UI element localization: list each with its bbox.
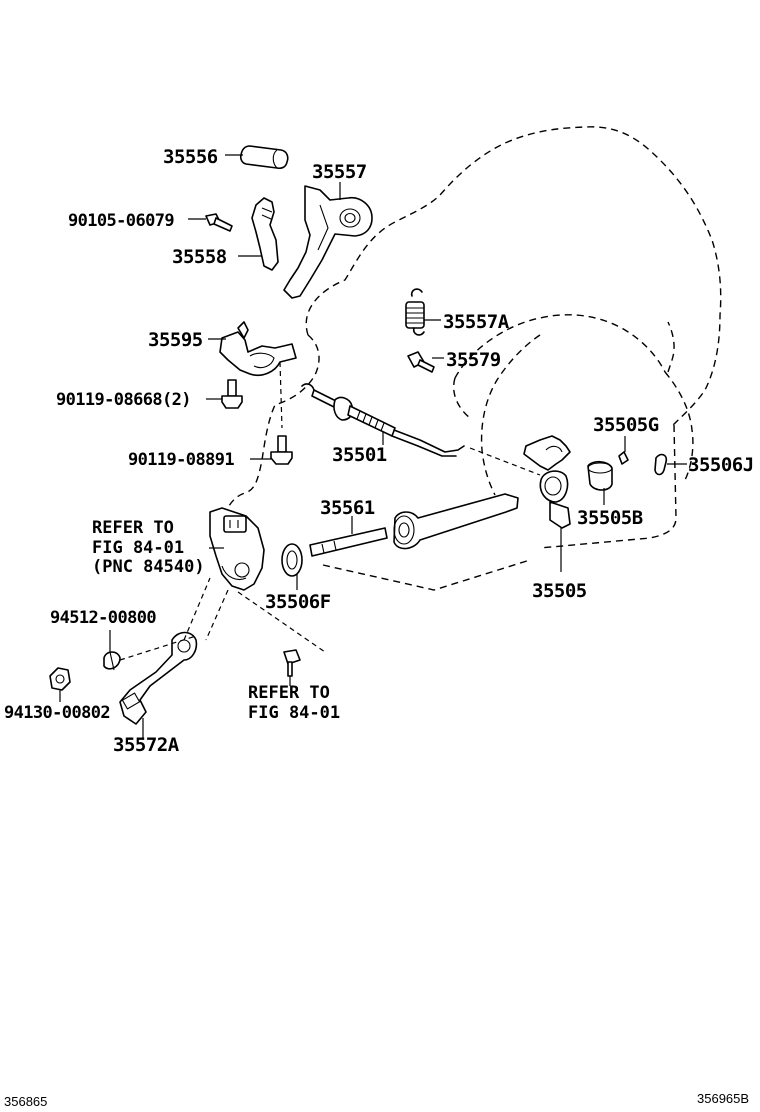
label-35505G: 35505G (593, 414, 659, 436)
refer-note-1: REFER TO FIG 84-01 (PNC 84540) (92, 518, 205, 577)
label-35579: 35579 (446, 349, 501, 371)
part-35572A-lever (119, 577, 211, 738)
label-90119-08668: 90119-08668(2) (56, 390, 191, 410)
label-35505B: 35505B (577, 507, 643, 529)
part-35506J-clip (654, 453, 687, 476)
part-90105-06079-bolt (188, 213, 233, 232)
part-35506F-seal (281, 543, 303, 590)
refer-note-1-line2: FIG 84-01 (92, 538, 184, 558)
label-35561: 35561 (320, 497, 375, 519)
label-90105-06079: 90105-06079 (68, 211, 174, 231)
corner-code-right: 356965B (697, 1091, 749, 1106)
label-35557A: 35557A (443, 311, 510, 333)
refer-bolt (283, 649, 301, 686)
part-94130-00802-nut (49, 667, 71, 702)
label-35505: 35505 (532, 580, 587, 602)
part-35505-lever (523, 435, 571, 572)
part-94512-00800-washer (103, 630, 121, 671)
part-35556-pin (225, 145, 289, 170)
part-35561-shaft (309, 493, 519, 557)
corner-code-left: 356865 (4, 1094, 47, 1109)
part-35557-lever (283, 182, 373, 299)
label-35558: 35558 (172, 246, 227, 268)
label-94512-00800: 94512-00800 (50, 608, 156, 628)
label-35506J: 35506J (688, 454, 754, 476)
refer-note-2: REFER TO FIG 84-01 (248, 683, 340, 723)
label-35557: 35557 (312, 161, 367, 183)
refer-note-2-line2: FIG 84-01 (248, 703, 340, 723)
refer-note-1-line3: (PNC 84540) (92, 557, 205, 577)
part-35558-clip (238, 197, 279, 271)
transmission-housing-outline (224, 126, 722, 591)
neutral-start-switch (205, 507, 326, 653)
part-35505G-pin (618, 436, 629, 465)
part-90119-08668-bolt (206, 379, 243, 409)
part-35557A-spring (405, 288, 441, 336)
refer-note-2-line1: REFER TO (248, 683, 330, 703)
part-35505B-bushing (587, 460, 613, 505)
label-35595: 35595 (148, 329, 203, 351)
refer-note-1-line1: REFER TO (92, 518, 174, 538)
part-labels: 35556 35557 90105-06079 35558 35595 3555… (4, 146, 754, 756)
label-35556: 35556 (163, 146, 218, 168)
label-35572A: 35572A (113, 734, 180, 756)
label-94130-00802: 94130-00802 (4, 703, 110, 723)
label-35501: 35501 (332, 444, 387, 466)
label-35506F: 35506F (265, 591, 331, 613)
part-35501-rod (301, 383, 541, 476)
part-35595-bracket (208, 321, 297, 429)
label-90119-08891: 90119-08891 (128, 450, 234, 470)
part-90119-08891-bolt (250, 435, 293, 465)
part-35579-pin (407, 351, 444, 373)
